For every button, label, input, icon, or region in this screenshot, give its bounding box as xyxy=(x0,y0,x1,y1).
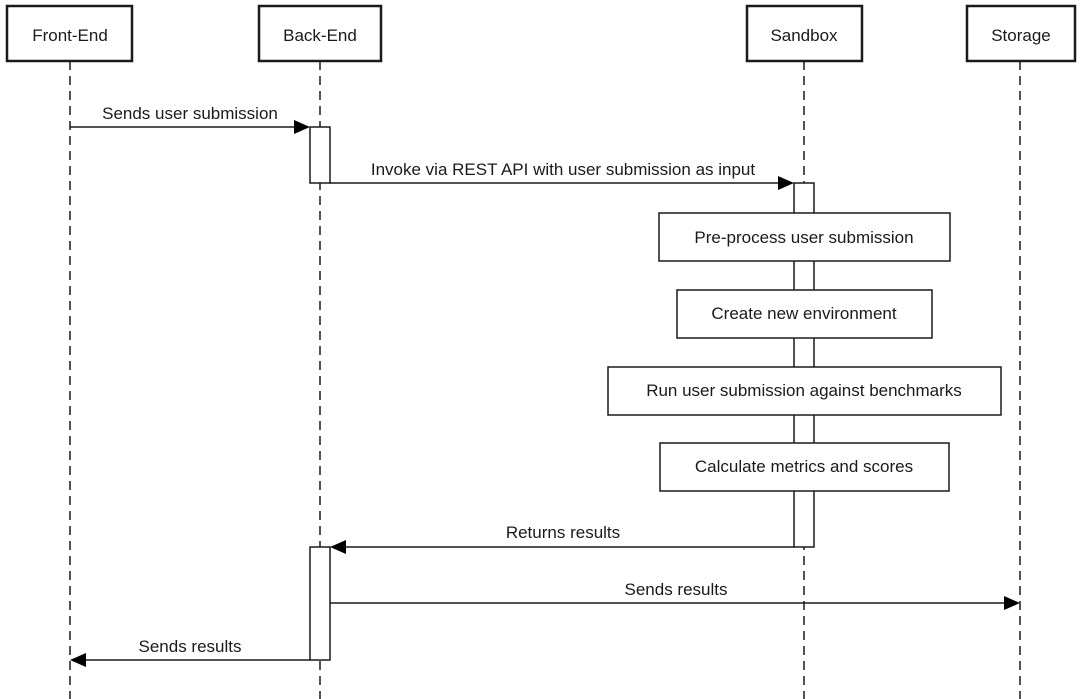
participant-frontend: Front-End xyxy=(5,4,134,63)
message-sends-user-submission: Sends user submission xyxy=(70,104,310,134)
message-returns-results: Returns results xyxy=(330,523,794,554)
message-returns-results-label: Returns results xyxy=(506,523,620,542)
arrowhead-right-icon xyxy=(778,176,794,190)
arrowhead-left-icon xyxy=(70,653,86,667)
participant-frontend-label: Front-End xyxy=(32,26,108,45)
step-calculate-metrics-label: Calculate metrics and scores xyxy=(695,457,913,476)
arrowhead-right-icon xyxy=(294,120,310,134)
message-invoke-rest-api-label: Invoke via REST API with user submission… xyxy=(371,160,756,179)
message-sends-results-to-storage: Sends results xyxy=(330,580,1020,610)
step-create-environment-label: Create new environment xyxy=(711,304,896,323)
backend-activation-2 xyxy=(309,546,331,661)
step-create-environment: Create new environment xyxy=(676,289,933,339)
participant-storage-label: Storage xyxy=(991,26,1051,45)
participant-sandbox: Sandbox xyxy=(745,4,864,63)
participant-storage: Storage xyxy=(965,4,1077,63)
arrowhead-right-icon xyxy=(1004,596,1020,610)
message-sends-results-to-frontend: Sends results xyxy=(70,637,310,667)
message-sends-results-to-frontend-label: Sends results xyxy=(139,637,242,656)
participant-sandbox-label: Sandbox xyxy=(770,26,838,45)
participant-backend-label: Back-End xyxy=(283,26,357,45)
message-sends-results-to-storage-label: Sends results xyxy=(625,580,728,599)
message-sends-user-submission-label: Sends user submission xyxy=(102,104,278,123)
step-run-benchmarks: Run user submission against benchmarks xyxy=(607,366,1002,416)
message-invoke-rest-api: Invoke via REST API with user submission… xyxy=(330,160,794,190)
participant-backend: Back-End xyxy=(257,4,383,63)
arrowhead-left-icon xyxy=(330,540,346,554)
backend-activation-1 xyxy=(309,126,331,184)
step-run-benchmarks-label: Run user submission against benchmarks xyxy=(646,381,962,400)
step-preprocess-label: Pre-process user submission xyxy=(694,228,913,247)
step-preprocess: Pre-process user submission xyxy=(658,212,951,262)
step-calculate-metrics: Calculate metrics and scores xyxy=(659,442,950,492)
